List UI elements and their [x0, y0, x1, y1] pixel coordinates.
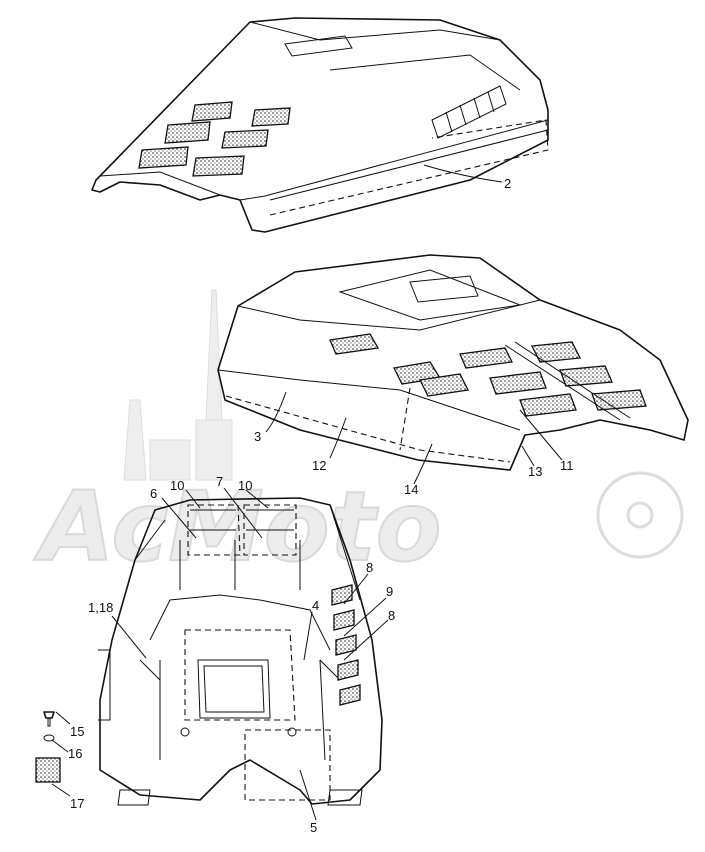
callout-15: 15 — [70, 724, 84, 739]
leader-lines — [51, 164, 563, 821]
washer-part-icon — [43, 734, 55, 742]
callout-12: 12 — [312, 458, 326, 473]
callout-13: 13 — [528, 464, 542, 479]
hood-underside-view — [98, 497, 383, 806]
callout-labels: 2 3 12 14 13 11 6 10 7 10 8 9 8 4 1,18 1… — [68, 176, 574, 835]
grille-part-icon — [35, 757, 61, 783]
callout-7: 7 — [216, 474, 223, 489]
callout-3: 3 — [254, 429, 261, 444]
screw-part-icon — [43, 711, 55, 727]
hood-top-view — [91, 17, 549, 233]
callout-4: 4 — [312, 598, 319, 613]
callout-17: 17 — [70, 796, 84, 811]
callout-10-left: 10 — [170, 478, 184, 493]
callout-2: 2 — [504, 176, 511, 191]
watermark-text: AcMoto — [33, 471, 442, 583]
callout-8-bottom: 8 — [388, 608, 395, 623]
callout-8-top: 8 — [366, 560, 373, 575]
callout-5: 5 — [310, 820, 317, 835]
callout-9: 9 — [386, 584, 393, 599]
callout-10-right: 10 — [238, 478, 252, 493]
hood-side-view — [217, 254, 689, 471]
watermark-wheel-icon — [596, 471, 684, 559]
callout-1-18: 1,18 — [88, 600, 113, 615]
callout-16: 16 — [68, 746, 82, 761]
callout-14: 14 — [404, 482, 418, 497]
watermark-tower-graphic — [123, 289, 233, 481]
callout-6: 6 — [150, 486, 157, 501]
watermark: AcMoto — [32, 289, 684, 584]
callout-11: 11 — [560, 458, 574, 473]
